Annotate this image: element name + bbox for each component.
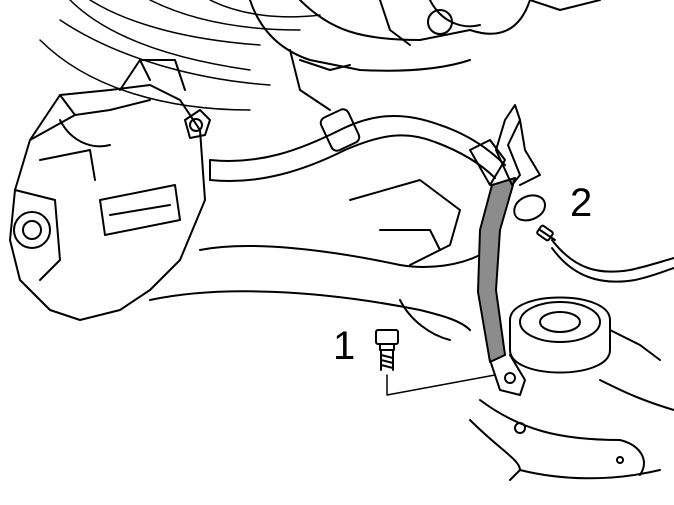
coil-spring xyxy=(39,0,321,111)
brake-hose-clip xyxy=(513,194,556,242)
leader-line xyxy=(386,374,496,396)
hose-bracket xyxy=(477,104,541,396)
lower-control-arm xyxy=(149,179,481,341)
brake-caliper xyxy=(9,59,211,321)
bolt xyxy=(375,329,399,371)
strut-housing xyxy=(249,0,601,111)
bushing xyxy=(509,296,661,374)
sensor-wire xyxy=(551,239,674,283)
callout-label-1: 1 xyxy=(333,324,356,368)
brake-hose xyxy=(209,108,506,186)
subframe xyxy=(469,379,674,481)
callout-label-2: 2 xyxy=(570,181,593,225)
